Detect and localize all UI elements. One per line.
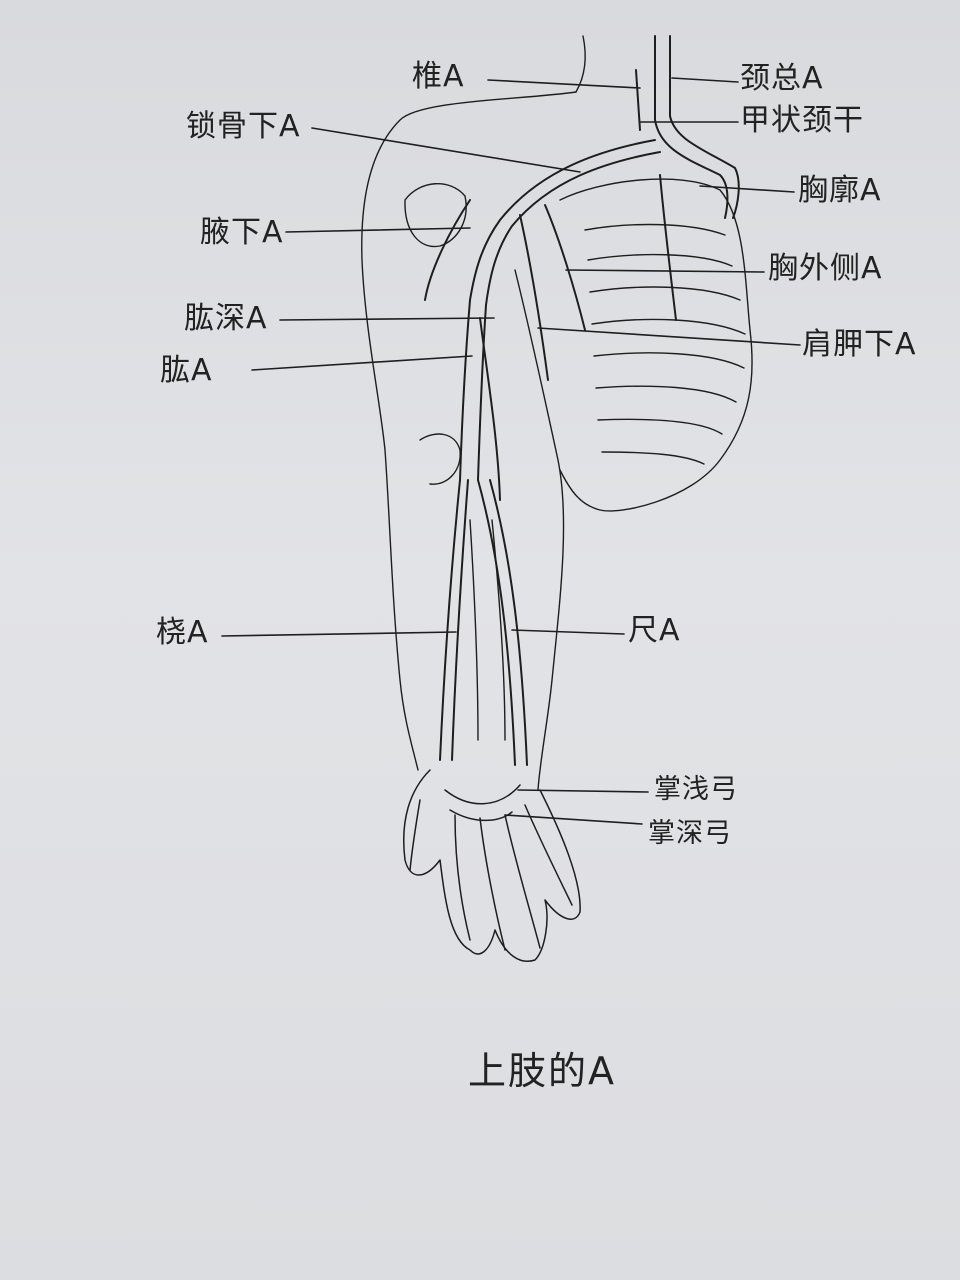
finger-artery-3 — [479, 817, 506, 951]
aorta-arch-inner — [669, 35, 740, 219]
leader-vertebral — [487, 79, 641, 89]
superficial-palmar-arch — [444, 784, 521, 805]
label-radial: 桡A — [156, 615, 209, 650]
leader-deep-arch — [504, 814, 643, 825]
label-subscapular: 肩胛下A — [802, 327, 917, 362]
thorax-outline — [559, 178, 753, 512]
arm-inner-outline — [514, 269, 565, 791]
leader-lateral-thoracic — [565, 269, 765, 273]
label-ulnar: 尺A — [628, 613, 681, 648]
finger-artery-5 — [524, 804, 573, 906]
label-axillary: 腋下A — [200, 215, 284, 250]
aorta-arch — [654, 35, 729, 219]
rib-8 — [601, 451, 705, 465]
leader-deep-brachial — [279, 317, 495, 321]
finger-artery-4 — [504, 814, 541, 949]
leader-common-carotid — [671, 77, 739, 83]
finger-artery-1 — [409, 799, 421, 871]
scapula-outline — [404, 182, 467, 248]
diagram-title: 上肢的A — [468, 1049, 616, 1093]
finger-artery-2 — [454, 814, 471, 941]
label-lateral-thoracic: 胸外侧A — [768, 251, 883, 286]
subclavian-artery — [469, 139, 656, 301]
subscapular-artery — [544, 204, 586, 331]
neck-left-outline — [575, 35, 586, 93]
vertebral-artery — [635, 69, 641, 131]
label-vertebral: 椎A — [412, 59, 465, 94]
body-outline — [361, 35, 753, 791]
rib-7 — [597, 418, 723, 435]
leader-subscapular — [537, 327, 801, 346]
rib-2 — [587, 253, 733, 267]
deep-brachial-artery — [479, 317, 501, 501]
rib-6 — [595, 385, 737, 403]
ulnar-artery-inner — [489, 479, 528, 766]
leader-radial — [221, 631, 457, 637]
lateral-thoracic-artery — [519, 214, 549, 381]
leader-brachial — [251, 355, 473, 371]
label-internal-thoracic: 胸廓A — [798, 173, 882, 208]
label-thyrocervical-trunk: 甲状颈干 — [740, 103, 864, 138]
radial-artery-inner — [451, 479, 469, 761]
rib-1 — [584, 223, 726, 236]
label-subclavian: 锁骨下A — [186, 109, 301, 144]
label-deep-palmar-arch: 掌深弓 — [648, 818, 732, 849]
label-common-carotid: 颈总A — [740, 61, 824, 96]
shoulder-outline — [361, 91, 577, 771]
rib-4 — [591, 318, 746, 335]
brachial-artery — [459, 299, 471, 481]
rib-3 — [589, 286, 741, 301]
label-deep-brachial: 肱深A — [184, 301, 268, 336]
leader-lines — [221, 77, 801, 825]
internal-thoracic-artery — [659, 174, 677, 321]
forearm-bone-1 — [469, 519, 479, 741]
leader-axillary — [285, 227, 471, 233]
deep-palmar-arch — [449, 809, 513, 822]
axillary-branch — [424, 199, 471, 301]
hand-outline — [402, 769, 581, 962]
label-superficial-palmar-arch: 掌浅弓 — [654, 774, 738, 805]
leader-internal-thoracic — [699, 185, 795, 193]
forearm-bone-2 — [491, 519, 506, 741]
hand — [402, 769, 581, 962]
elbow-outline — [419, 433, 461, 485]
label-brachial: 肱A — [160, 353, 213, 388]
arteries — [424, 35, 740, 766]
leader-subclavian — [311, 127, 581, 173]
radial-artery — [439, 479, 461, 761]
leader-ulnar — [511, 629, 625, 635]
brachial-artery-inner — [477, 304, 487, 481]
rib-5 — [593, 352, 745, 369]
ulnar-artery — [477, 479, 516, 766]
